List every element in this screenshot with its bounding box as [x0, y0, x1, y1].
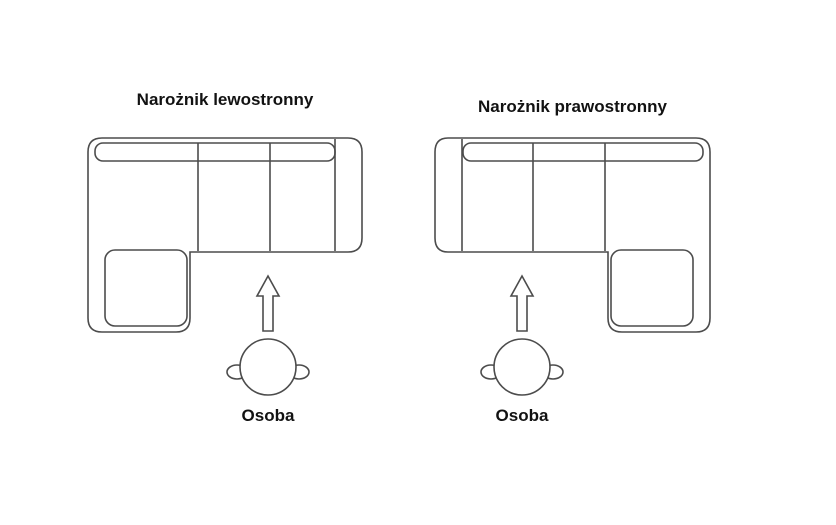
person-top-view-icon	[480, 338, 564, 396]
up-arrow-icon	[509, 274, 535, 332]
person-head	[493, 338, 551, 396]
chaise-cushion	[610, 249, 694, 327]
left-diagram-title: Narożnik lewostronny	[136, 90, 314, 109]
person-head	[239, 338, 297, 396]
sofa-outline	[434, 137, 711, 333]
sofa-backrest	[462, 142, 704, 162]
chaise-cushion	[104, 249, 188, 327]
right-corner-sofa-top-view	[434, 137, 711, 333]
person-top-view-icon	[226, 338, 310, 396]
up-arrow-outline	[255, 274, 281, 332]
sofa-backrest	[94, 142, 336, 162]
right-person-label: Osoba	[495, 406, 549, 425]
right-diagram-title: Narożnik prawostronny	[478, 97, 667, 116]
left-person-label: Osoba	[241, 406, 295, 425]
sofa-outline	[87, 137, 363, 333]
left-corner-sofa-top-view	[87, 137, 363, 333]
up-arrow-icon	[255, 274, 281, 332]
up-arrow-outline	[509, 274, 535, 332]
